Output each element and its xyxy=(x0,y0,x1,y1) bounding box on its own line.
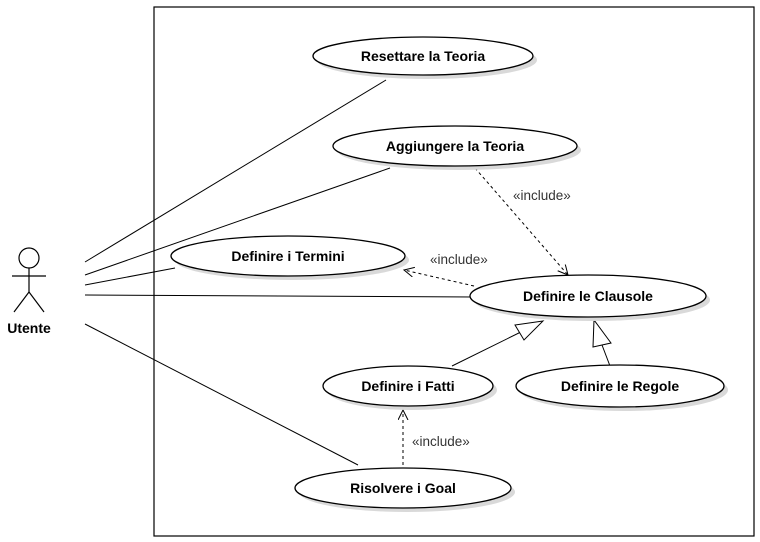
usecase-definire-i-termini[interactable]: Definire i Termini xyxy=(170,235,409,280)
generalization-regole-line xyxy=(601,344,611,367)
actor-head xyxy=(18,247,40,269)
usecase-aggiungere-label: Aggiungere la Teoria xyxy=(386,138,524,154)
usecase-definire-le-clausole[interactable]: Definire le Clausole xyxy=(469,274,710,321)
usecase-aggiungere-la-teoria[interactable]: Aggiungere la Teoria xyxy=(332,125,581,170)
generalization-regole-arrowhead xyxy=(592,318,612,348)
usecase-resettare-shape xyxy=(312,36,534,76)
actor-label: Utente xyxy=(7,320,51,336)
usecase-resettare-label: Resettare la Teoria xyxy=(361,48,485,64)
generalization-fatti-arrowhead xyxy=(514,320,545,341)
assoc-resettare xyxy=(84,79,387,263)
usecase-goal-shape xyxy=(294,467,512,509)
include-aggiungere-clausole xyxy=(474,167,568,275)
usecase-regole-label: Definire le Regole xyxy=(561,378,679,394)
usecase-risolvere-i-goal[interactable]: Risolvere i Goal xyxy=(294,467,515,512)
usecase-termini-shape xyxy=(170,235,406,277)
actor-utente[interactable]: Utente xyxy=(7,247,51,336)
include-clausole-termini xyxy=(404,270,475,287)
include-label-1: «include» xyxy=(513,188,571,203)
include-label-2: «include» xyxy=(430,252,488,267)
assoc-aggiungere xyxy=(84,167,391,276)
usecase-aggiungere-shape xyxy=(332,125,578,167)
assoc-goal xyxy=(84,323,359,466)
usecase-regole-shape xyxy=(515,364,725,408)
usecase-fatti-shape xyxy=(322,365,494,407)
usecase-clausole-label: Definire le Clausole xyxy=(523,288,653,304)
usecase-definire-le-regole[interactable]: Definire le Regole xyxy=(515,364,728,411)
usecase-termini-label: Definire i Termini xyxy=(231,248,344,264)
generalization-fatti-line xyxy=(451,327,530,367)
assoc-clausole xyxy=(84,294,475,298)
actor-left-leg xyxy=(13,291,30,313)
usecase-goal-label: Risolvere i Goal xyxy=(350,480,456,496)
usecase-clausole-shape xyxy=(469,274,707,318)
assoc-termini xyxy=(84,267,176,286)
usecase-resettare-la-teoria[interactable]: Resettare la Teoria xyxy=(312,36,537,79)
usecase-fatti-label: Definire i Fatti xyxy=(361,378,454,394)
usecase-definire-i-fatti[interactable]: Definire i Fatti xyxy=(322,365,497,410)
include-label-3: «include» xyxy=(412,434,470,449)
actor-right-leg xyxy=(28,291,45,313)
